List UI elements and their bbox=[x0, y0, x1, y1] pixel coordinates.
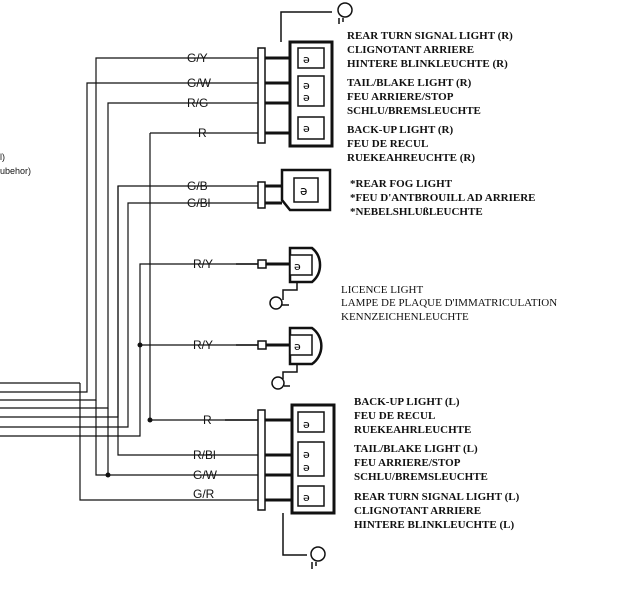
wire-label-rg: R/G bbox=[187, 96, 208, 110]
svg-text:BACK-UP LIGHT (L): BACK-UP LIGHT (L) bbox=[354, 396, 460, 408]
svg-text:CLIGNOTANT ARRIERE: CLIGNOTANT ARRIERE bbox=[347, 44, 474, 56]
svg-text:SCHLU/BREMSLEUCHTE: SCHLU/BREMSLEUCHTE bbox=[347, 105, 481, 117]
svg-text:BACK-UP LIGHT (R): BACK-UP LIGHT (R) bbox=[347, 124, 453, 136]
left-rear-tail-caption: TAIL/BLAKE LIGHT (L) FEU ARRIERE/STOP SC… bbox=[354, 443, 488, 483]
svg-text:TAIL/BLAKE LIGHT (L): TAIL/BLAKE LIGHT (L) bbox=[354, 443, 478, 455]
right-rear-tail-caption: TAIL/BLAKE LIGHT (R) FEU ARRIERE/STOP SC… bbox=[347, 77, 481, 117]
left-rear-backup-caption: BACK-UP LIGHT (L) FEU DE RECUL RUEKEAHRL… bbox=[354, 396, 471, 436]
svg-text:ə: ə bbox=[303, 461, 310, 474]
svg-text:ə: ə bbox=[303, 418, 310, 431]
left-rear-lamp-assembly: ə ə ə ə bbox=[225, 403, 336, 569]
svg-text:REAR TURN SIGNAL LIGHT (L): REAR TURN SIGNAL LIGHT (L) bbox=[354, 491, 520, 503]
svg-text:KENNZEICHENLEUCHTE: KENNZEICHENLEUCHTE bbox=[341, 311, 469, 323]
svg-text:ə: ə bbox=[303, 79, 310, 92]
wire-label-ry-2: R/Y bbox=[193, 338, 213, 352]
svg-text:HINTERE BLINKLEUCHTE (R): HINTERE BLINKLEUCHTE (R) bbox=[347, 58, 508, 70]
svg-text:LAMPE DE PLAQUE D'IMMATRICULAT: LAMPE DE PLAQUE D'IMMATRICULATION bbox=[341, 297, 557, 309]
svg-text:ə: ə bbox=[294, 340, 301, 353]
svg-text:*NEBELSHLUßLEUCHTE: *NEBELSHLUßLEUCHTE bbox=[350, 206, 483, 218]
svg-text:RUEKEAHREUCHTE (R): RUEKEAHREUCHTE (R) bbox=[347, 152, 475, 164]
svg-text:FEU ARRIERE/STOP: FEU ARRIERE/STOP bbox=[347, 91, 454, 103]
svg-text:CLIGNOTANT ARRIERE: CLIGNOTANT ARRIERE bbox=[354, 505, 481, 517]
harness-bus bbox=[0, 57, 258, 501]
wire-label-gw2: G/W bbox=[193, 468, 218, 482]
svg-text:ə: ə bbox=[303, 53, 310, 66]
side-label-b: ubehor) bbox=[0, 166, 31, 176]
svg-text:HINTERE BLINKLEUCHTE (L): HINTERE BLINKLEUCHTE (L) bbox=[354, 519, 514, 531]
svg-text:TAIL/BLAKE LIGHT (R): TAIL/BLAKE LIGHT (R) bbox=[347, 77, 472, 89]
svg-text:REAR TURN SIGNAL LIGHT (R): REAR TURN SIGNAL LIGHT (R) bbox=[347, 30, 513, 42]
wire-label-gr: G/R bbox=[193, 487, 215, 501]
svg-text:*FEU D'ANTBROUILL AD ARRIERE: *FEU D'ANTBROUILL AD ARRIERE bbox=[350, 192, 536, 204]
wire-label-gbl: G/Bl bbox=[187, 196, 210, 210]
right-rear-lamp-assembly: ə ə ə ə bbox=[257, 2, 353, 148]
svg-text:*REAR FOG LIGHT: *REAR FOG LIGHT bbox=[350, 178, 453, 190]
svg-text:ə: ə bbox=[294, 260, 301, 273]
right-rear-turn-caption: REAR TURN SIGNAL LIGHT (R) CLIGNOTANT AR… bbox=[347, 30, 513, 70]
svg-text:FEU ARRIERE/STOP: FEU ARRIERE/STOP bbox=[354, 457, 461, 469]
wire-label-gw: G/W bbox=[187, 76, 212, 90]
licence-light-1: ə bbox=[236, 246, 322, 310]
left-rear-turn-caption: REAR TURN SIGNAL LIGHT (L) CLIGNOTANT AR… bbox=[354, 491, 520, 531]
svg-text:ə: ə bbox=[303, 91, 310, 104]
svg-text:RUEKEAHRLEUCHTE: RUEKEAHRLEUCHTE bbox=[354, 424, 471, 436]
wire-label-rbl: R/Bl bbox=[193, 448, 216, 462]
svg-text:ə: ə bbox=[300, 184, 307, 198]
svg-text:FEU DE RECUL: FEU DE RECUL bbox=[354, 410, 435, 422]
wire-label-gy: G/Y bbox=[187, 51, 208, 65]
side-label-a: l) bbox=[0, 152, 5, 162]
svg-text:ə: ə bbox=[303, 448, 310, 461]
svg-text:ə: ə bbox=[303, 122, 310, 135]
wire-label-gb: G/B bbox=[187, 179, 208, 193]
rear-fog-light: ə bbox=[257, 168, 332, 212]
svg-text:ə: ə bbox=[303, 491, 310, 504]
svg-text:LICENCE LIGHT: LICENCE LIGHT bbox=[341, 284, 423, 296]
wire-label-r-top: R bbox=[198, 126, 207, 140]
licence-light-2: ə bbox=[236, 326, 323, 390]
right-rear-backup-caption: BACK-UP LIGHT (R) FEU DE RECUL RUEKEAHRE… bbox=[347, 124, 475, 164]
svg-text:SCHLU/BREMSLEUCHTE: SCHLU/BREMSLEUCHTE bbox=[354, 471, 488, 483]
svg-text:FEU DE RECUL: FEU DE RECUL bbox=[347, 138, 428, 150]
wire-label-r-bot: R bbox=[203, 413, 212, 427]
wire-label-ry-1: R/Y bbox=[193, 257, 213, 271]
rear-fog-caption: *REAR FOG LIGHT *FEU D'ANTBROUILL AD ARR… bbox=[350, 178, 536, 218]
licence-caption: LICENCE LIGHT LAMPE DE PLAQUE D'IMMATRIC… bbox=[341, 284, 557, 323]
